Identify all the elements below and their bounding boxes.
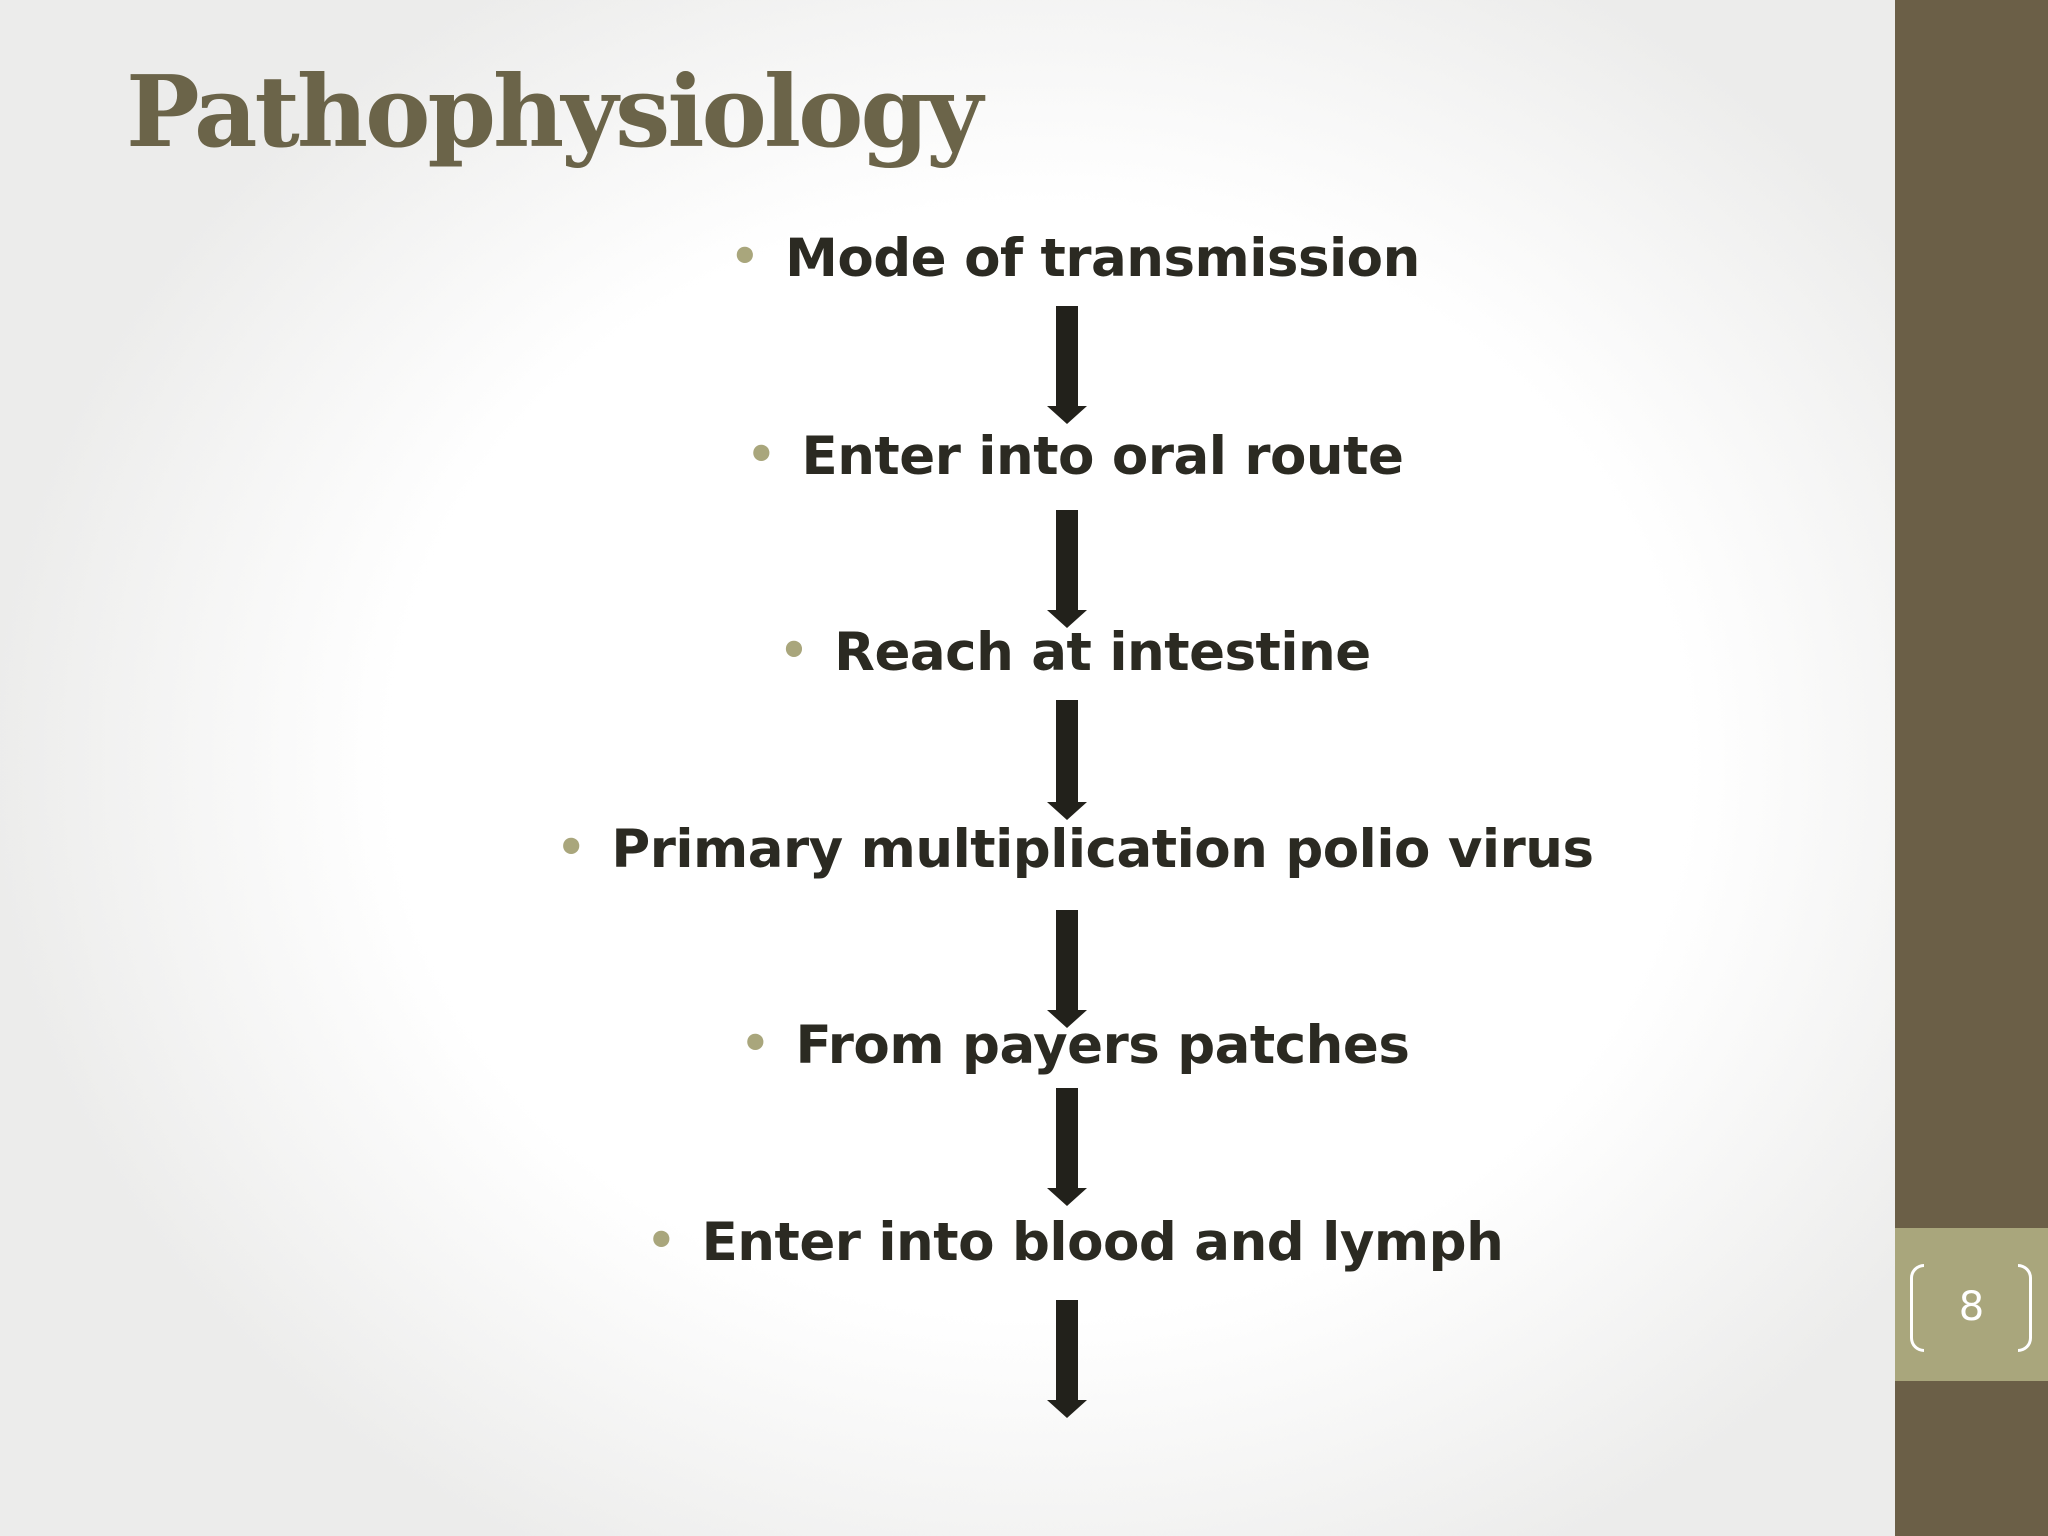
slide-title: Pathophysiology	[126, 55, 983, 170]
bullet-icon: •	[730, 229, 760, 283]
down-arrow-icon	[1047, 1088, 1087, 1206]
bullet-icon: •	[740, 1016, 770, 1070]
down-arrow-icon	[1047, 700, 1087, 820]
page-number-box	[1895, 1228, 2048, 1381]
flow-step-label: From payers patches	[795, 1015, 1410, 1076]
bullet-icon: •	[779, 623, 809, 677]
down-arrow-icon	[1047, 306, 1087, 424]
flow-step-label: Enter into blood and lymph	[701, 1212, 1504, 1273]
flow-step-1: • Mode of transmission	[0, 216, 2048, 299]
flow-step-label: Enter into oral route	[801, 426, 1404, 487]
flow-step-2: • Enter into oral route	[0, 414, 2048, 497]
flow-step-label: Reach at intestine	[834, 622, 1371, 683]
flow-step-3: • Reach at intestine	[0, 610, 2048, 693]
flow-step-label: Primary multiplication polio virus	[611, 819, 1594, 880]
down-arrow-icon	[1047, 910, 1087, 1028]
flow-step-5: • From payers patches	[0, 1003, 2048, 1086]
down-arrow-icon	[1047, 1300, 1087, 1418]
flow-step-4: • Primary multiplication polio virus	[0, 807, 2048, 890]
page-number: 8	[1958, 1284, 1985, 1330]
bullet-icon: •	[646, 1213, 676, 1267]
bullet-icon: •	[746, 427, 776, 481]
flow-step-label: Mode of transmission	[785, 228, 1420, 289]
bullet-icon: •	[556, 820, 586, 874]
down-arrow-icon	[1047, 510, 1087, 628]
flow-step-6: • Enter into blood and lymph	[0, 1200, 2048, 1283]
page-bracket-left	[1910, 1264, 1924, 1352]
